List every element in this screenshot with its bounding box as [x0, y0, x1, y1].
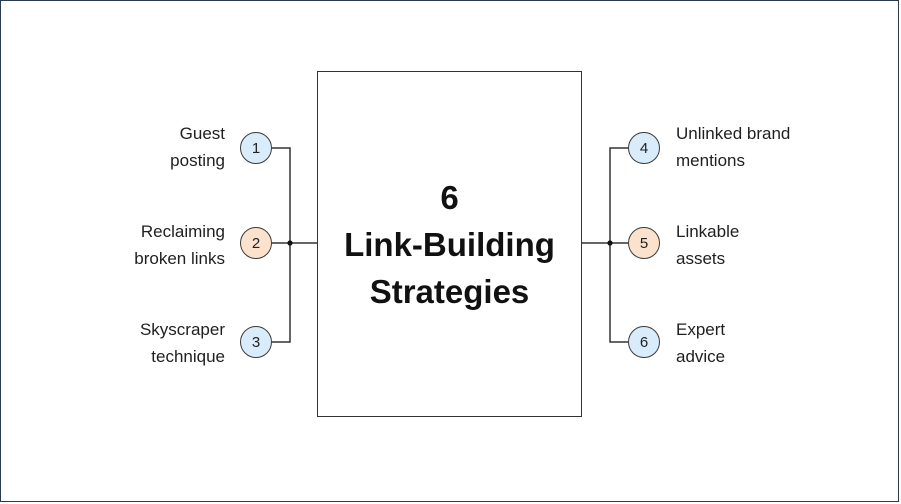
left-connector [272, 147, 317, 343]
strategy-6-label-line-1: Expert [676, 320, 726, 339]
right-connector [582, 147, 628, 343]
right-junction-dot [607, 240, 613, 246]
strategy-6-label: Expert advice [676, 316, 725, 370]
strategy-6-label-line-2: advice [676, 347, 726, 366]
strategy-1-label: Guest posting [170, 120, 225, 174]
center-title-line-1: Link-Building [344, 225, 555, 263]
strategy-1-label-line-1: Guest [179, 124, 225, 143]
strategy-2-label-line-2: broken links [134, 249, 225, 268]
strategy-2-label: Reclaiming broken links [134, 218, 225, 272]
strategy-5-badge: 5 [628, 227, 660, 259]
strategy-2-label-line-1: Reclaiming [140, 222, 225, 241]
strategy-1-badge: 1 [240, 132, 272, 164]
strategy-1-label-line-2: posting [170, 151, 225, 170]
strategy-3-label-line-1: Skyscraper [139, 320, 225, 339]
left-junction-dot [287, 240, 293, 246]
strategy-5-label-line-2: assets [676, 249, 726, 268]
center-title-number: 6 [440, 178, 459, 216]
strategy-5-label-line-1: Linkable [676, 222, 740, 241]
strategy-5-label: Linkable assets [676, 218, 739, 272]
strategy-6-badge: 6 [628, 326, 660, 358]
strategy-3-badge: 3 [240, 326, 272, 358]
strategy-4-badge: 4 [628, 132, 660, 164]
strategy-4-label: Unlinked brand mentions [676, 120, 790, 174]
strategy-4-label-line-1: Unlinked brand [676, 124, 791, 143]
strategy-4-label-line-2: mentions [676, 151, 745, 170]
strategy-3-label: Skyscraper technique [140, 316, 225, 370]
strategy-3-label-line-2: technique [151, 347, 225, 366]
center-title-box: 6 Link-Building Strategies [317, 71, 582, 417]
strategy-2-badge: 2 [240, 227, 272, 259]
center-title-line-2: Strategies [369, 272, 530, 310]
